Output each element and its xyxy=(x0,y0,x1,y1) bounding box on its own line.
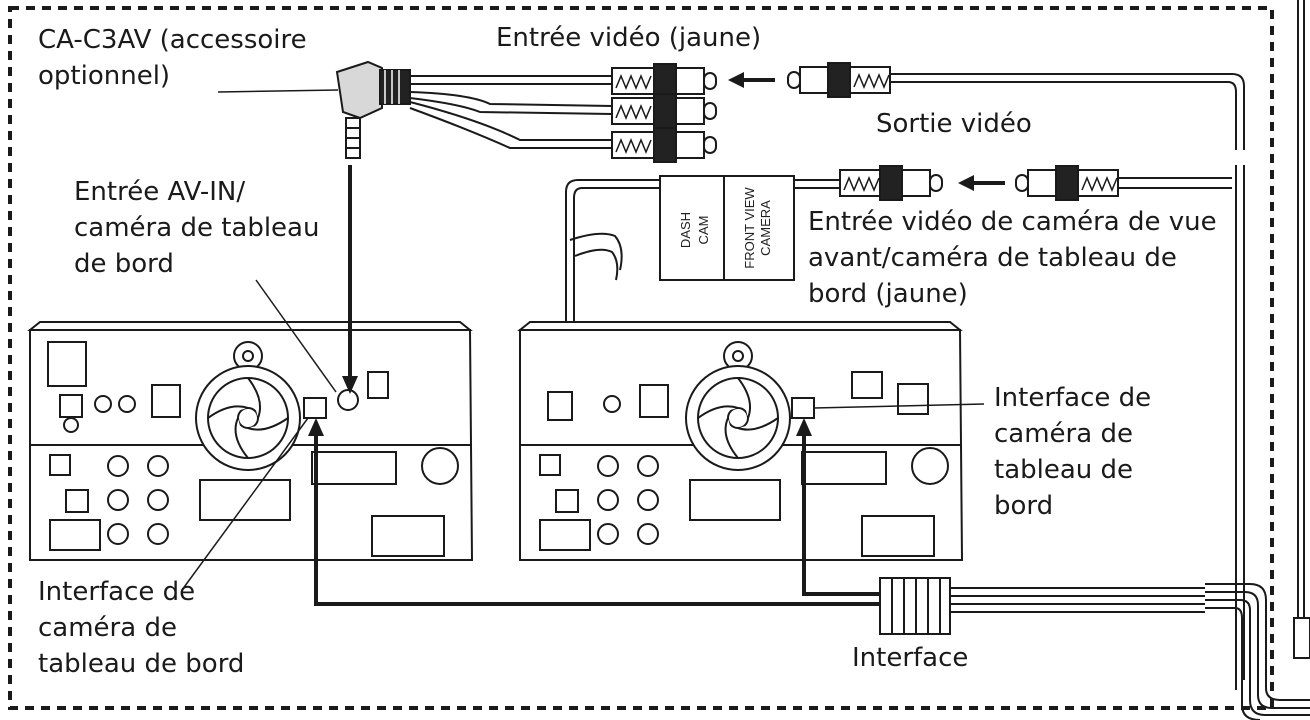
ca-c3av-plug xyxy=(335,60,411,159)
label-dashcam-interface-left: Interface de caméra de tableau de bord xyxy=(38,577,245,679)
connection-arrows xyxy=(314,165,880,606)
label-interface: Interface xyxy=(852,643,969,673)
interface-connector xyxy=(879,577,951,635)
front-cam-arrow xyxy=(958,175,1005,191)
interface-cables xyxy=(950,587,1205,613)
right-head-unit xyxy=(517,321,964,561)
dash-cam-box xyxy=(659,175,725,281)
pointer-lines xyxy=(181,89,985,591)
front-view-text-1: FRONT VIEW xyxy=(742,187,757,269)
dashed-boundary xyxy=(8,6,1274,710)
front-cam-cable-left xyxy=(565,179,840,390)
label-video-in-yellow: Entrée vidéo (jaune) xyxy=(496,23,762,53)
dash-cam-text-2: CAM xyxy=(696,216,711,245)
label-front-cam-in: Entrée vidéo de caméra de vue avant/camé… xyxy=(808,207,1217,309)
label-dashcam-interface-right: Interface de caméra de tableau de bord xyxy=(994,383,1152,521)
label-video-out: Sortie vidéo xyxy=(876,109,1032,139)
right-edge-connector xyxy=(1293,617,1310,659)
video-out-arrow xyxy=(728,72,775,88)
label-av-in: Entrée AV-IN/ caméra de tableau de bord xyxy=(74,177,320,279)
front-view-box xyxy=(723,175,795,281)
av-split-cables xyxy=(409,75,613,149)
front-cam-rca-plug-2 xyxy=(1015,165,1119,201)
label-ca-c3av: CA-C3AV (accessoire optionnel) xyxy=(38,25,307,91)
video-out-cable xyxy=(890,73,1245,690)
left-head-unit xyxy=(27,321,474,561)
video-out-rca-plug xyxy=(787,62,891,98)
dash-cam-text-1: DASH xyxy=(678,212,693,248)
front-cam-cable-right xyxy=(1118,177,1232,189)
arrow-heads xyxy=(308,376,812,436)
front-view-text-2: CAMERA xyxy=(758,200,773,256)
front-cam-rca-plug-1 xyxy=(839,165,943,201)
rca-cluster xyxy=(611,63,717,163)
